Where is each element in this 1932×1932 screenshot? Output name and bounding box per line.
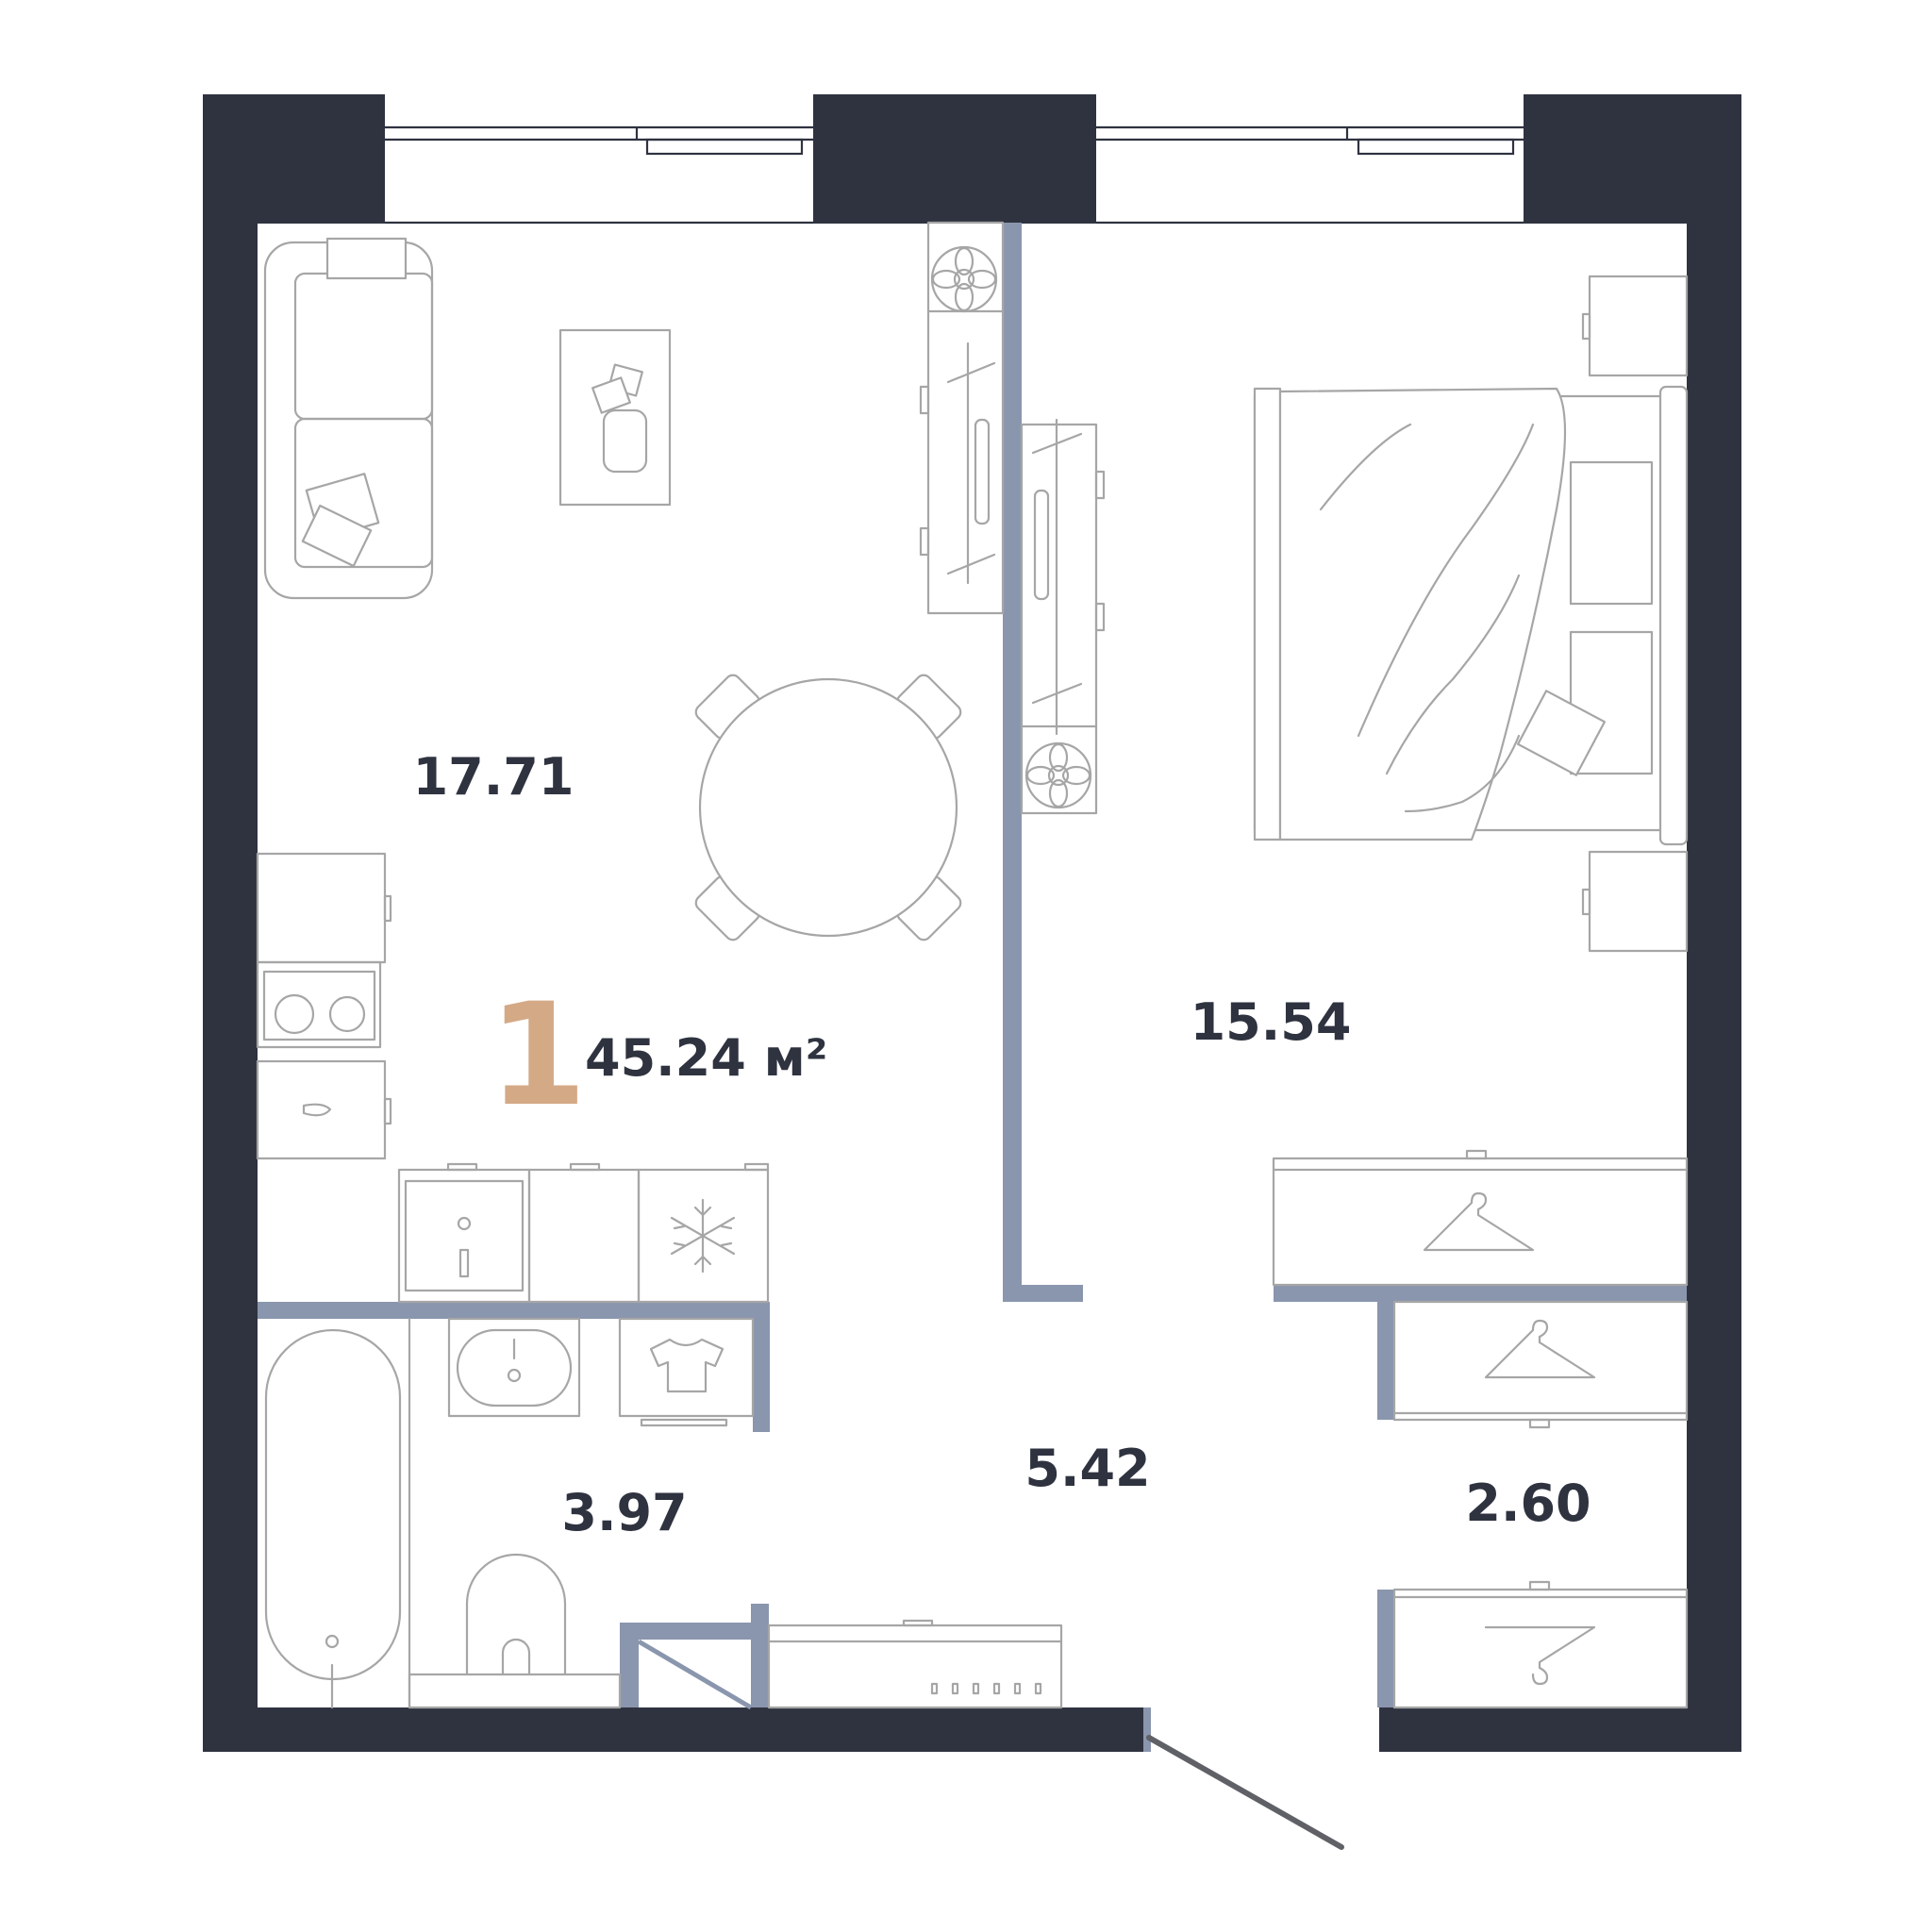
wardrobe-closet-top bbox=[1392, 1300, 1689, 1429]
washbasin bbox=[447, 1317, 581, 1418]
exterior-walls bbox=[203, 94, 1741, 1752]
room-area-bedroom: 15.54 bbox=[1191, 992, 1352, 1052]
room-area-wardrobe: 2.60 bbox=[1465, 1474, 1591, 1533]
kitchen-cabinets-left bbox=[256, 852, 392, 1160]
snowflake-icon bbox=[670, 1198, 736, 1274]
coffee-table bbox=[558, 328, 672, 507]
total-area: 45.24 м² bbox=[585, 1028, 827, 1088]
dining-table bbox=[694, 674, 962, 941]
hanger-icon bbox=[1484, 1625, 1596, 1686]
flower-icon bbox=[1024, 741, 1092, 809]
nightstand-bottom bbox=[1581, 850, 1689, 953]
wardrobe-closet-bottom bbox=[1392, 1580, 1689, 1709]
bathtub bbox=[264, 1328, 402, 1709]
room-area-living-kitchen: 17.71 bbox=[413, 747, 575, 807]
flower-icon bbox=[930, 245, 998, 313]
kitchen-cabinets-bottom bbox=[397, 1162, 770, 1304]
nightstand-top bbox=[1581, 275, 1689, 377]
wardrobe-bedroom bbox=[1272, 1149, 1689, 1287]
tshirt-icon bbox=[649, 1338, 724, 1393]
toilet bbox=[408, 1553, 622, 1709]
window-right bbox=[1096, 125, 1524, 225]
entrance-door bbox=[1143, 1707, 1344, 1850]
bed bbox=[1253, 385, 1689, 846]
shelving-unit-left bbox=[919, 221, 1005, 615]
washing-machine bbox=[618, 1317, 755, 1427]
room-area-bathroom: 3.97 bbox=[561, 1483, 687, 1542]
bathroom-door-swing bbox=[637, 1639, 753, 1710]
room-area-hallway: 5.42 bbox=[1024, 1439, 1150, 1498]
shelving-unit-right bbox=[1020, 418, 1106, 815]
room-count: 1 bbox=[489, 974, 587, 1138]
partitions bbox=[258, 223, 1687, 1707]
sofa bbox=[263, 237, 434, 600]
hanger-icon bbox=[1423, 1191, 1535, 1252]
hanger-icon bbox=[1484, 1319, 1596, 1379]
window-left bbox=[385, 125, 813, 225]
shoe-rack bbox=[767, 1619, 1063, 1709]
